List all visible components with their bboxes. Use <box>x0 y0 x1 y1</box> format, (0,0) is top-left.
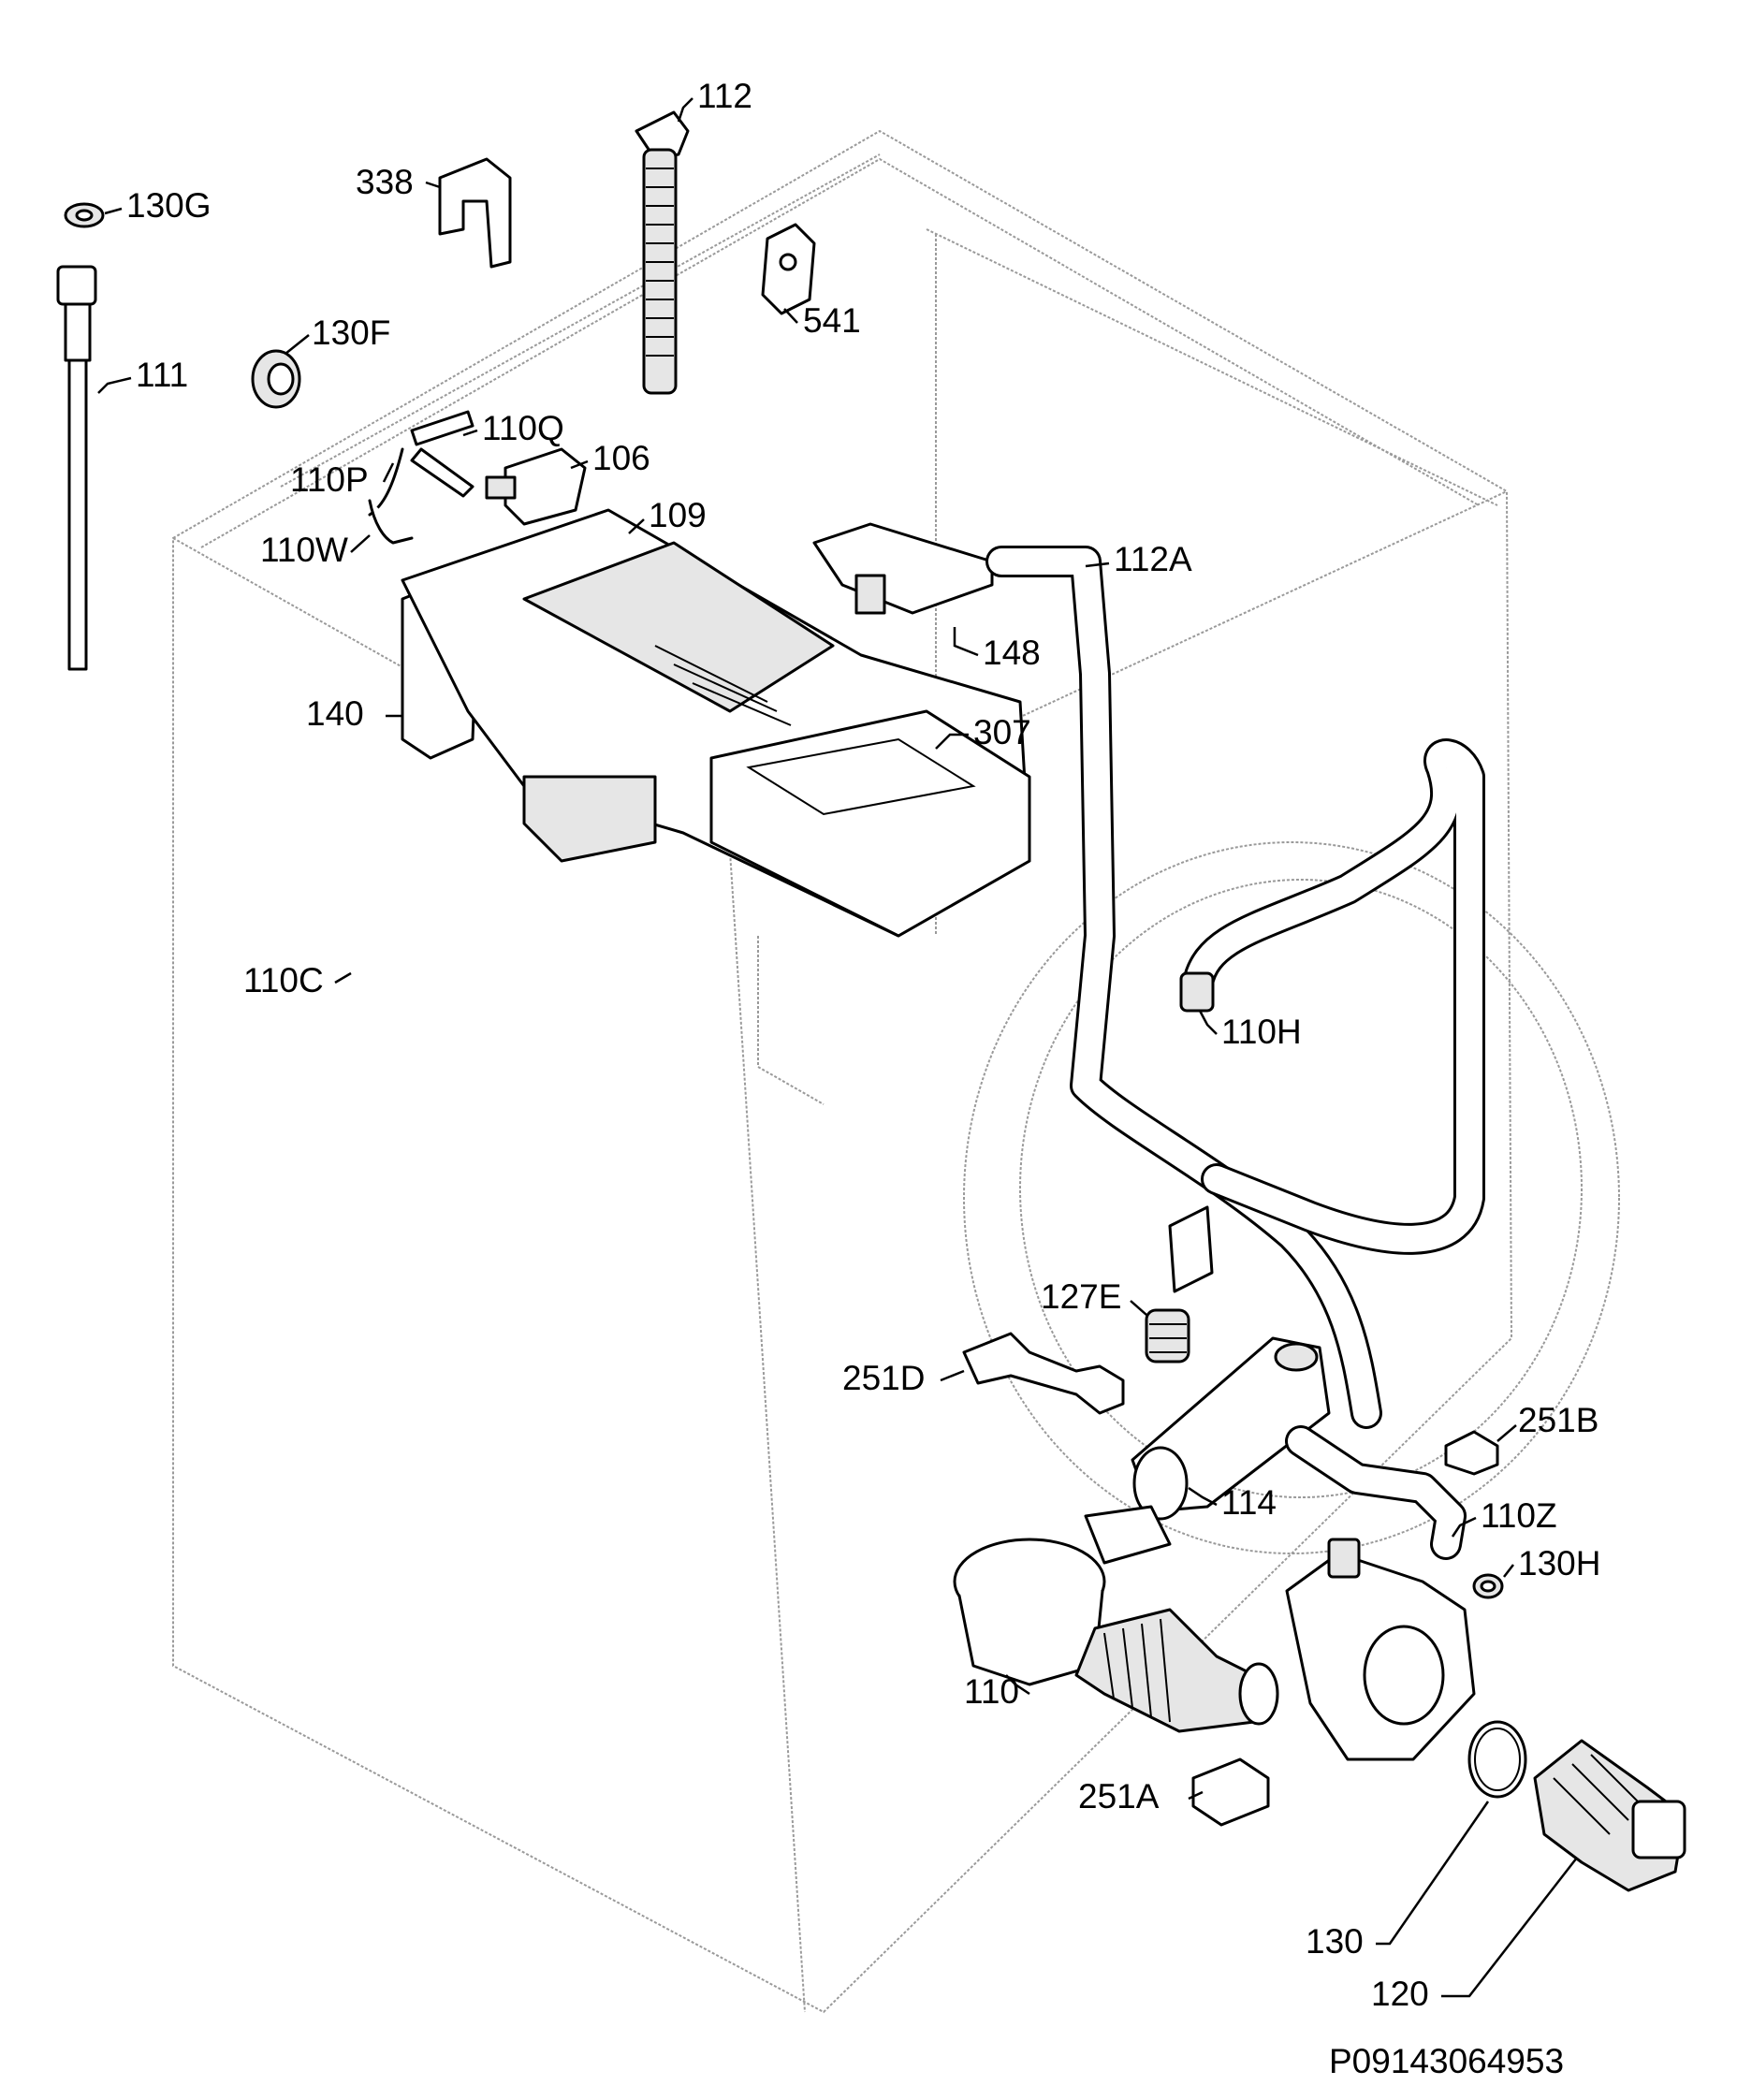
part-307-drawer <box>522 709 1031 938</box>
part-130h-grommet <box>1472 1573 1504 1599</box>
leader-lines <box>97 97 1578 1998</box>
label-110: 110 <box>964 1672 1019 1711</box>
label-110q: 110Q <box>482 409 564 447</box>
label-251b: 251B <box>1518 1401 1598 1439</box>
label-127e: 127E <box>1041 1277 1121 1316</box>
label-111: 111 <box>136 356 188 394</box>
label-114: 114 <box>1221 1483 1277 1522</box>
drawing-code: P09143064953 <box>1329 2042 1564 2080</box>
part-110h-hose <box>1179 738 1485 1255</box>
callout-labels: 112 338 130G 541 130F 111 110Q 106 110P … <box>126 77 1600 2013</box>
label-110p: 110P <box>290 460 369 499</box>
label-112a: 112A <box>1114 540 1192 578</box>
label-120: 120 <box>1371 1975 1429 2013</box>
label-338: 338 <box>356 163 414 201</box>
label-106: 106 <box>592 439 650 477</box>
part-127e-sleeve <box>1145 1205 1214 1364</box>
part-120-filter <box>1533 1739 1686 1892</box>
label-130: 130 <box>1306 1922 1364 1961</box>
part-110p-hose <box>368 447 404 517</box>
label-110h: 110H <box>1221 1013 1302 1051</box>
part-110q-hose <box>410 410 474 498</box>
part-110-sump-hose <box>953 1505 1279 1733</box>
part-112-drain-hose <box>635 110 690 395</box>
label-251d: 251D <box>842 1359 925 1397</box>
part-110w-hose <box>368 499 414 545</box>
part-541-bracket <box>761 223 816 315</box>
part-130f-grommet <box>251 349 301 409</box>
label-130g: 130G <box>126 186 212 225</box>
label-112: 112 <box>697 77 752 115</box>
part-pump-housing <box>1285 1538 1476 1761</box>
part-130-seal-ring <box>1467 1720 1527 1799</box>
part-106-valve <box>485 447 587 526</box>
part-111-inlet-hose <box>56 265 97 671</box>
label-110c: 110C <box>243 961 324 999</box>
label-140: 140 <box>306 694 364 733</box>
part-110z-hose <box>1285 1425 1467 1560</box>
label-541: 541 <box>803 301 861 340</box>
part-251b-clip <box>1444 1430 1499 1476</box>
part-338-clip <box>438 157 512 269</box>
part-251a-clip <box>1191 1757 1270 1827</box>
part-130g-washer <box>64 202 105 228</box>
part-251d-bracket <box>962 1332 1125 1415</box>
part-148-cover <box>812 522 994 615</box>
label-109: 109 <box>649 496 707 534</box>
label-251a: 251A <box>1078 1777 1160 1816</box>
label-110z: 110Z <box>1481 1496 1557 1535</box>
label-130h: 130H <box>1518 1544 1600 1582</box>
label-148: 148 <box>983 634 1041 672</box>
label-130f: 130F <box>312 314 390 352</box>
label-110w: 110W <box>260 531 348 569</box>
label-307: 307 <box>973 713 1031 751</box>
